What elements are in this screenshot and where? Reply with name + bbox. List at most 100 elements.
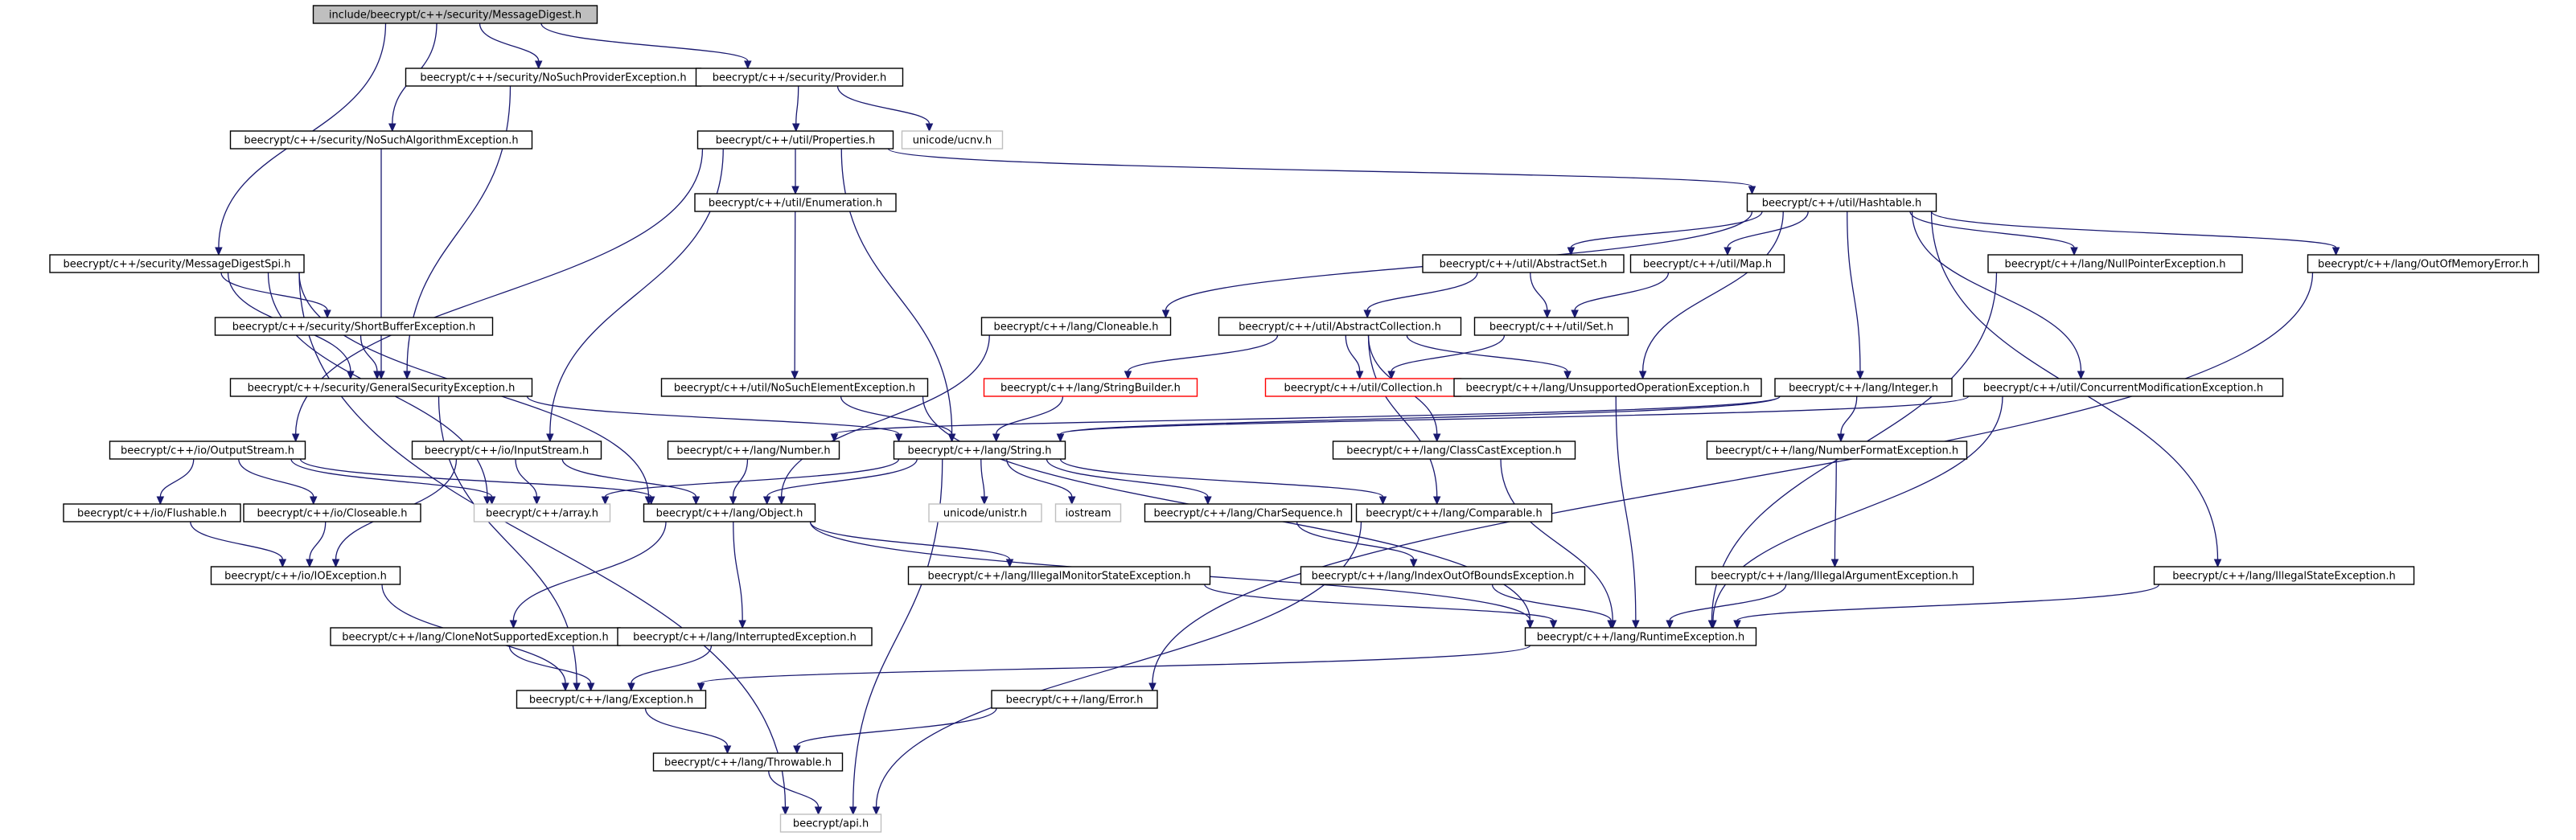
node-box: [109, 440, 306, 460]
node-api[interactable]: beecrypt/api.h: [779, 813, 882, 833]
node-box: [779, 813, 882, 833]
edge-line: [309, 521, 327, 560]
node-label: beecrypt/c++/lang/Comparable.h: [1366, 508, 1542, 520]
edge-line: [1152, 272, 2314, 684]
node-prov[interactable]: beecrypt/c++/security/Provider.h: [695, 68, 904, 87]
node-enum[interactable]: beecrypt/c++/util/Enumeration.h: [694, 193, 897, 212]
node-flush[interactable]: beecrypt/c++/io/Flushable.h: [63, 503, 241, 522]
node-ucnv[interactable]: unicode/ucnv.h: [901, 130, 1004, 150]
node-comp[interactable]: beecrypt/c++/lang/Comparable.h: [1355, 503, 1553, 522]
node-coll[interactable]: beecrypt/c++/util/Collection.h: [1264, 378, 1462, 397]
edge-arrowhead: [791, 123, 800, 133]
node-int[interactable]: beecrypt/c++/lang/Integer.h: [1774, 378, 1953, 397]
node-hash[interactable]: beecrypt/c++/util/Hashtable.h: [1746, 193, 1937, 212]
node-nsa[interactable]: beecrypt/c++/security/NoSuchAlgorithmExc…: [229, 130, 533, 150]
node-clon[interactable]: beecrypt/c++/lang/Cloneable.h: [980, 317, 1172, 336]
edge-arrowhead: [814, 806, 823, 816]
node-label: iostream: [1065, 508, 1111, 520]
node-box: [652, 752, 844, 772]
edge-line: [781, 334, 990, 498]
edge-mdspi-to-api: [298, 272, 790, 816]
node-npe[interactable]: beecrypt/c++/lang/NullPointerException.h: [1987, 254, 2243, 273]
node-cnse[interactable]: beecrypt/c++/lang/CloneNotSupportedExcep…: [330, 627, 621, 646]
node-os[interactable]: beecrypt/c++/io/OutputStream.h: [109, 440, 306, 460]
node-ioe[interactable]: beecrypt/c++/io/IOException.h: [210, 566, 401, 585]
edge-hash-to-uoe: [1638, 211, 1784, 380]
node-box: [1300, 566, 1586, 585]
node-nse[interactable]: beecrypt/c++/util/NoSuchElementException…: [660, 378, 929, 397]
node-is[interactable]: beecrypt/c++/io/InputStream.h: [411, 440, 602, 460]
node-gse[interactable]: beecrypt/c++/security/GeneralSecurityExc…: [229, 378, 533, 397]
edge-arrowhead: [2332, 247, 2340, 256]
edge-cce-to-rte: [1500, 458, 1617, 629]
node-uoe[interactable]: beecrypt/c++/lang/UnsupportedOperationEx…: [1453, 378, 1762, 397]
node-set[interactable]: beecrypt/c++/util/Set.h: [1473, 317, 1629, 336]
node-label: beecrypt/c++/security/NoSuchAlgorithmExc…: [244, 135, 518, 147]
node-ise[interactable]: beecrypt/c++/lang/IllegalStateException.…: [2153, 566, 2415, 585]
node-close[interactable]: beecrypt/c++/io/Closeable.h: [243, 503, 421, 522]
edge-arrowhead: [215, 247, 223, 256]
node-label: beecrypt/c++/lang/OutOfMemoryError.h: [2318, 259, 2529, 271]
edge-arrowhead: [532, 496, 541, 506]
edge-line: [1345, 334, 1361, 372]
node-mdspi[interactable]: beecrypt/c++/security/MessageDigestSpi.h: [49, 254, 305, 273]
node-map[interactable]: beecrypt/c++/util/Map.h: [1629, 254, 1785, 273]
node-sbe[interactable]: beecrypt/c++/security/ShortBufferExcepti…: [214, 317, 494, 336]
node-cs[interactable]: beecrypt/c++/lang/CharSequence.h: [1144, 503, 1353, 522]
node-rte[interactable]: beecrypt/c++/lang/RuntimeException.h: [1524, 627, 1757, 646]
node-sb[interactable]: beecrypt/c++/lang/StringBuilder.h: [983, 378, 1198, 397]
edge-arrowhead: [1567, 247, 1576, 256]
node-acol[interactable]: beecrypt/c++/util/AbstractCollection.h: [1218, 317, 1462, 336]
node-box: [1987, 254, 2243, 273]
node-label: beecrypt/c++/security/NoSuchProviderExce…: [420, 72, 686, 84]
node-ie[interactable]: beecrypt/c++/lang/InterruptedException.h: [617, 627, 873, 646]
edge-aset-to-acol: [1363, 272, 1478, 319]
node-exc[interactable]: beecrypt/c++/lang/Exception.h: [516, 690, 707, 709]
node-root[interactable]: include/beecrypt/c++/security/MessageDig…: [312, 5, 598, 24]
node-oom[interactable]: beecrypt/c++/lang/OutOfMemoryError.h: [2307, 254, 2540, 273]
edge-line: [1530, 272, 1548, 311]
edge-arrowhead: [738, 620, 746, 629]
node-str[interactable]: beecrypt/c++/lang/String.h: [893, 440, 1066, 460]
edge-line: [1574, 272, 1670, 311]
edge-arrowhead: [1124, 371, 1132, 380]
node-label: beecrypt/c++/lang/Throwable.h: [664, 757, 832, 769]
edge-aset-to-set: [1530, 272, 1551, 319]
edge-line: [1204, 584, 1555, 621]
node-ioobe[interactable]: beecrypt/c++/lang/IndexOutOfBoundsExcept…: [1300, 566, 1586, 585]
node-aset[interactable]: beecrypt/c++/util/AbstractSet.h: [1422, 254, 1625, 273]
edge-arrowhead: [373, 371, 381, 380]
node-cme[interactable]: beecrypt/c++/util/ConcurrentModification…: [1962, 378, 2284, 397]
node-label: beecrypt/c++/util/Map.h: [1643, 259, 1772, 271]
node-label: beecrypt/c++/lang/StringBuilder.h: [1000, 383, 1181, 395]
edge-line: [1059, 395, 1970, 435]
edge-line: [732, 458, 749, 498]
node-label: beecrypt/c++/util/NoSuchElementException…: [674, 383, 915, 395]
edge-os-to-obj: [299, 458, 655, 506]
node-label: beecrypt/c++/security/ShortBufferExcepti…: [232, 322, 475, 334]
edge-line: [1669, 584, 1787, 621]
edge-line: [299, 458, 652, 498]
node-nfe[interactable]: beecrypt/c++/lang/NumberFormatException.…: [1706, 440, 1968, 460]
node-box: [617, 627, 873, 646]
node-nsp[interactable]: beecrypt/c++/security/NoSuchProviderExce…: [405, 68, 702, 87]
node-iostream[interactable]: iostream: [1054, 503, 1122, 522]
edge-ise-to-rte: [1733, 584, 2160, 629]
edge-line: [238, 458, 314, 498]
node-props[interactable]: beecrypt/c++/util/Properties.h: [696, 130, 894, 150]
node-obj[interactable]: beecrypt/c++/lang/Object.h: [643, 503, 816, 522]
node-unistr[interactable]: unicode/unistr.h: [928, 503, 1042, 522]
edge-arrowhead: [1748, 186, 1756, 195]
edge-os-to-flush: [156, 458, 195, 506]
node-iae[interactable]: beecrypt/c++/lang/IllegalArgumentExcepti…: [1695, 566, 1974, 585]
node-cce[interactable]: beecrypt/c++/lang/ClassCastException.h: [1332, 440, 1576, 460]
node-label: beecrypt/c++/io/OutputStream.h: [121, 445, 294, 457]
node-label: beecrypt/c++/lang/IndexOutOfBoundsExcept…: [1312, 571, 1575, 583]
node-imse[interactable]: beecrypt/c++/lang/IllegalMonitorStateExc…: [907, 566, 1211, 585]
node-box: [312, 5, 598, 24]
node-num[interactable]: beecrypt/c++/lang/Number.h: [667, 440, 840, 460]
node-thr[interactable]: beecrypt/c++/lang/Throwable.h: [652, 752, 844, 772]
node-box: [473, 503, 611, 522]
node-arr[interactable]: beecrypt/c++/array.h: [473, 503, 611, 522]
node-err[interactable]: beecrypt/c++/lang/Error.h: [991, 690, 1158, 709]
